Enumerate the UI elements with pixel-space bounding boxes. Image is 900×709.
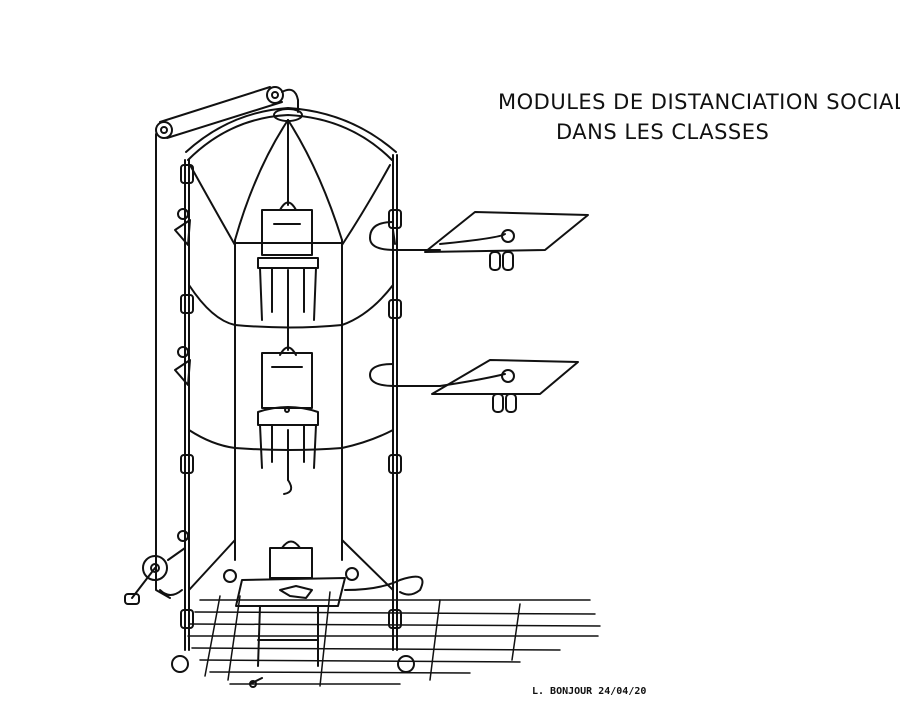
crank-handle-icon — [124, 547, 186, 605]
hanging-chair-top — [257, 184, 319, 331]
cross-rails — [188, 242, 394, 591]
desk-arm-top — [369, 211, 589, 271]
title-line-1: MODULES DE DISTANCIATION SOCIALE — [498, 90, 900, 114]
back-posts — [234, 239, 343, 561]
hanging-chair-middle — [257, 329, 319, 495]
title-line-2: DANS LES CLASSES — [556, 120, 770, 144]
floor-hatching — [187, 591, 601, 687]
desk-arm-middle — [369, 359, 579, 413]
pulley-system — [155, 86, 299, 599]
front-left-post — [174, 159, 194, 651]
bottom-chair-desk — [235, 540, 424, 688]
front-right-post — [388, 154, 402, 651]
frame-dome — [185, 107, 397, 246]
artist-signature: L. BONJOUR 24/04/20 — [532, 686, 647, 697]
caster-wheels — [171, 567, 415, 673]
